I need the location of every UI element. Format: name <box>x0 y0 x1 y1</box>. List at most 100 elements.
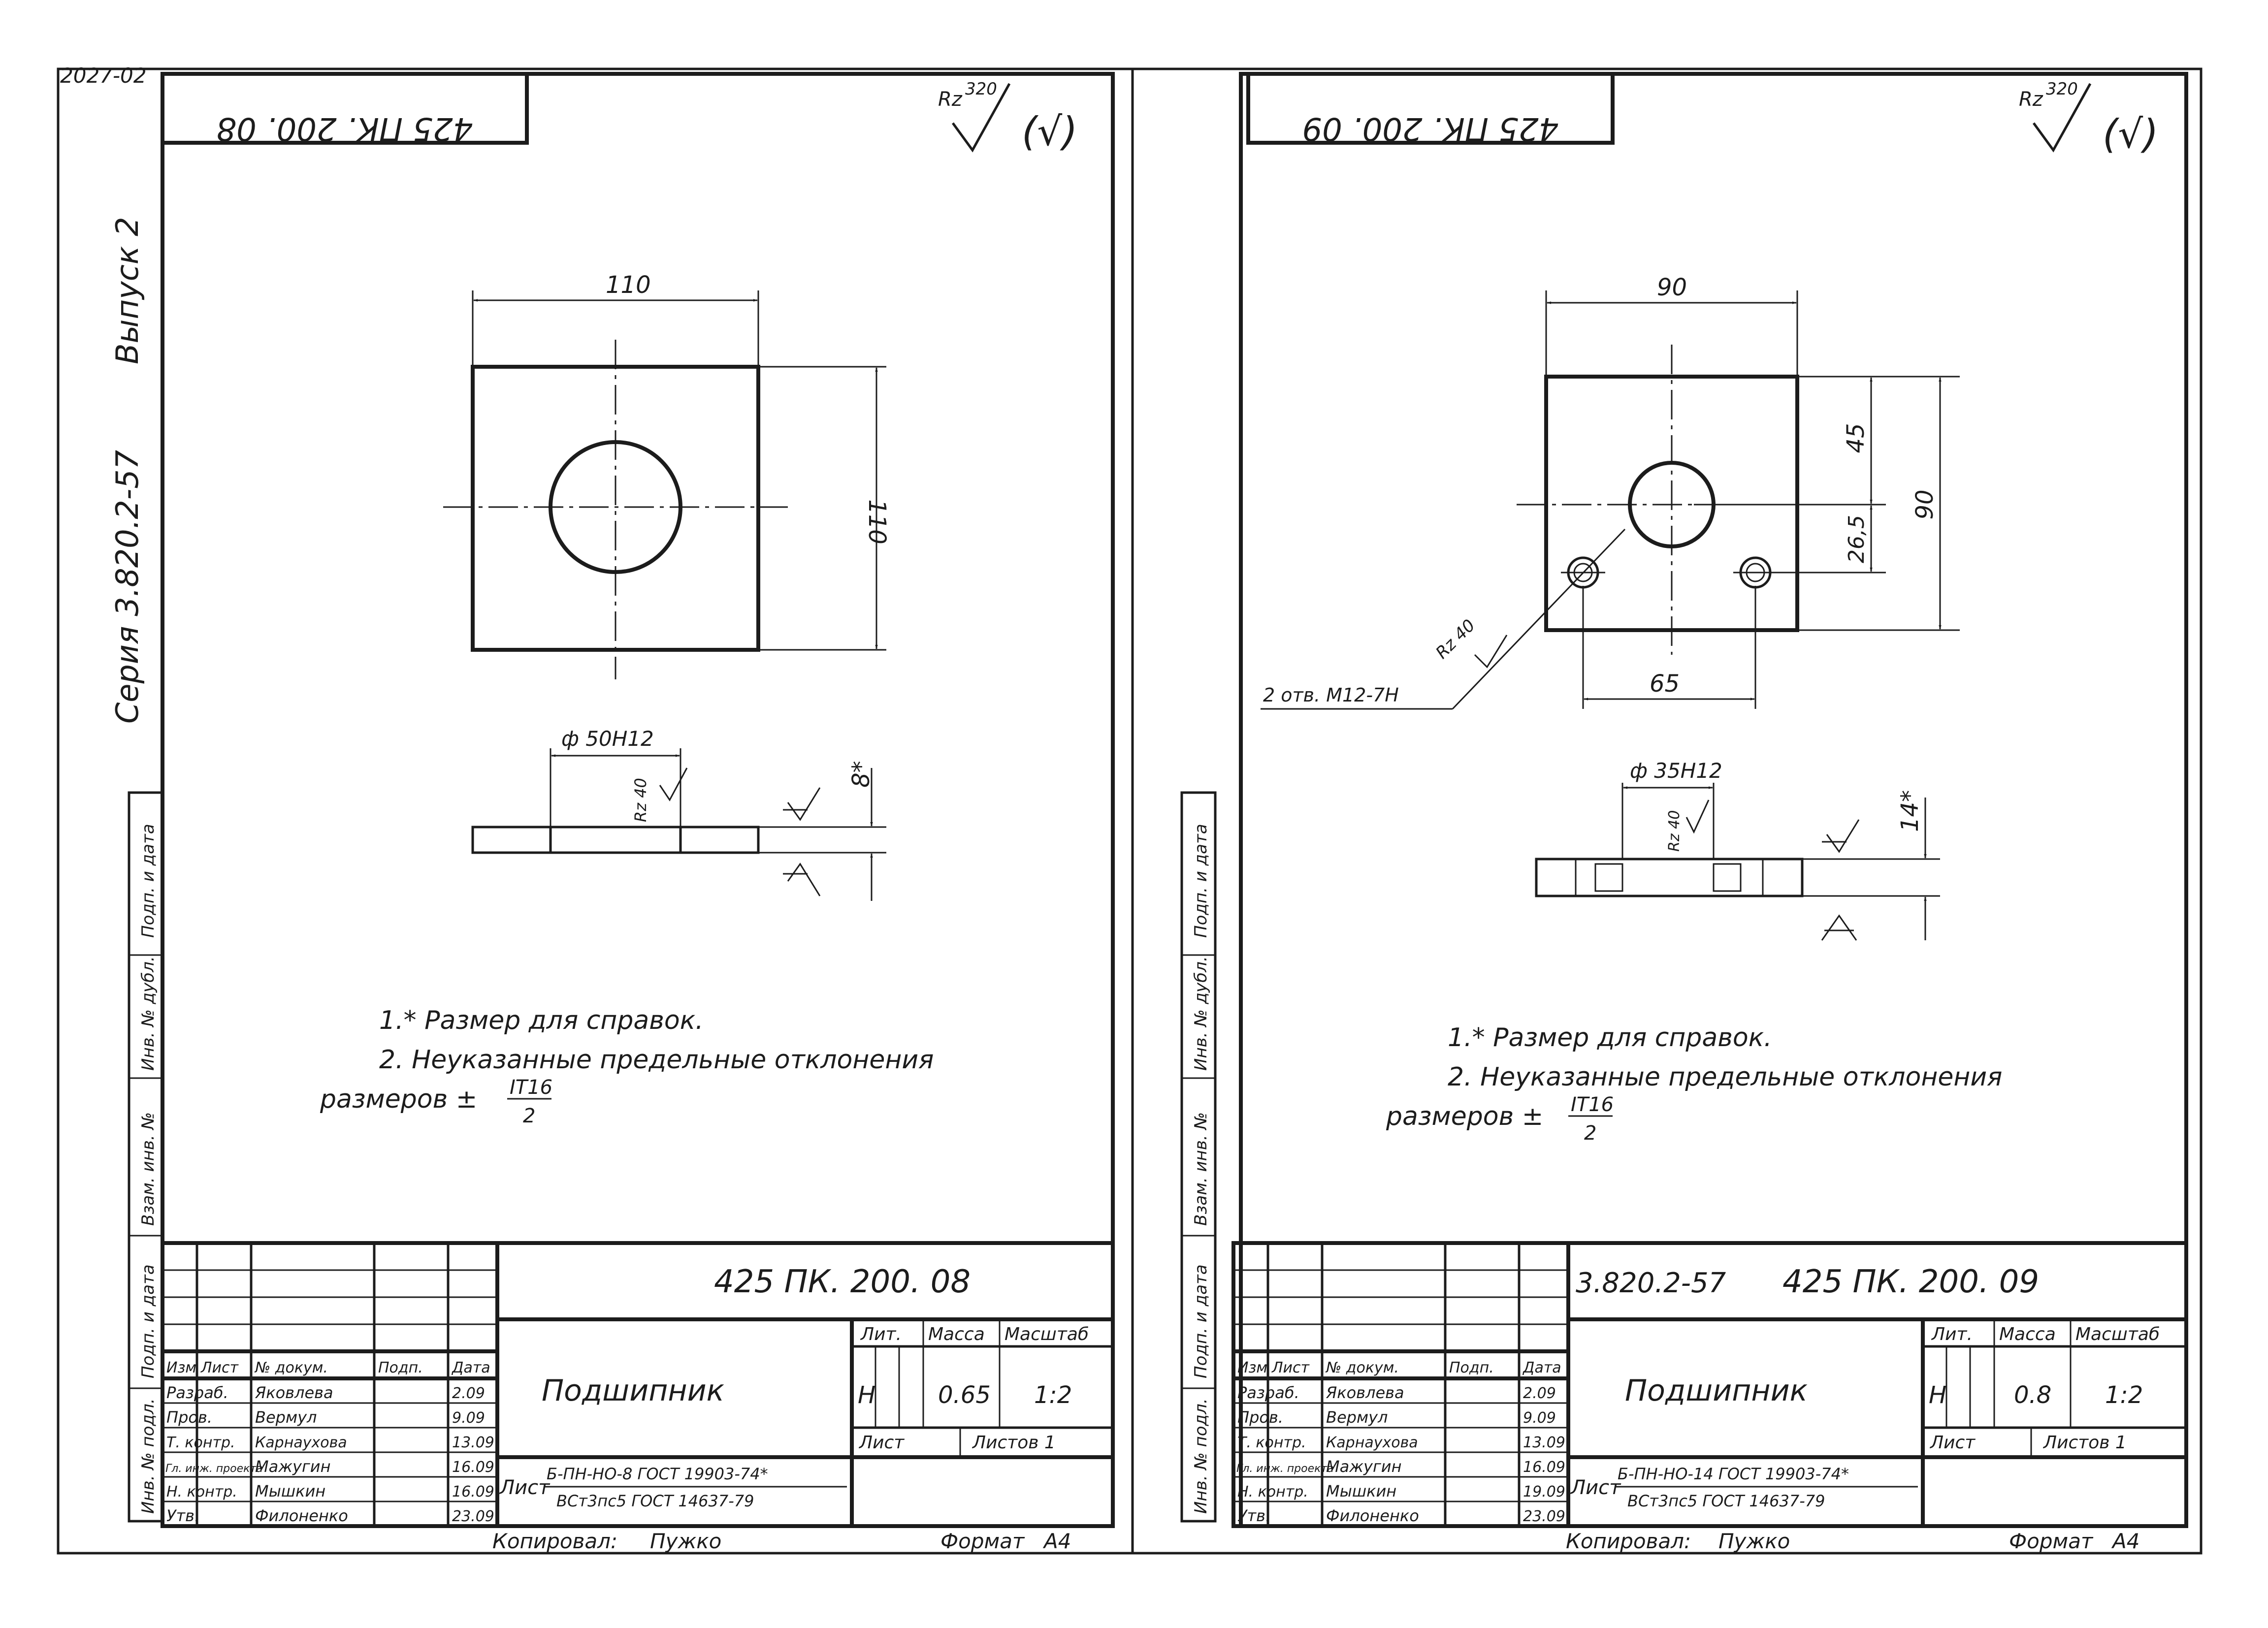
binding-field-orig-inv: Инв. № подл. <box>138 1398 158 1514</box>
sheet2-mass: 0.8 <box>2014 1381 2051 1409</box>
svg-text:Мышкин: Мышкин <box>255 1482 325 1500</box>
sheet2-section-view: ф 35Н12 Rz 40 14* <box>1535 759 1940 941</box>
sheet1-scale: 1:2 <box>1034 1381 1072 1409</box>
footer-right: Копировал: Пужко Формат А4 <box>1566 1529 2139 1553</box>
svg-text:Пужко: Пужко <box>650 1529 721 1553</box>
sheet1-dim-height: 110 <box>863 499 891 544</box>
corner-mark: 2027-02 <box>60 64 147 88</box>
sheet2-roughness-general: Rz 320 (√) <box>2019 79 2158 157</box>
svg-text:2.09: 2.09 <box>452 1385 485 1402</box>
svg-text:2.09: 2.09 <box>1523 1385 1556 1402</box>
sheet1-material-2: ВСт3пс5 ГОСТ 14637-79 <box>556 1492 754 1510</box>
sheet2-material-1: Б-ПН-НО-14 ГОСТ 19903-74* <box>1618 1465 1849 1483</box>
svg-text:Масса: Масса <box>928 1324 985 1344</box>
binding-field-sign-date-2-r: Подп. и дата <box>1191 1264 1211 1378</box>
sheet2-top-code-box <box>1246 72 1615 145</box>
sheet2-lit: Н <box>1929 1381 1946 1409</box>
svg-text:Масса: Масса <box>1999 1324 2056 1344</box>
sheet1-doc-code: 425 ПК. 200. 08 <box>714 1264 971 1300</box>
svg-text:Н. контр.: Н. контр. <box>166 1483 237 1500</box>
sheet2-rz-hole: Rz 40 <box>1666 810 1683 852</box>
sheet2-title-block: Изм Лист № докум. Подп. Дата Разраб. Яко… <box>1231 1241 2188 1528</box>
svg-text:Гл. инж. проекта: Гл. инж. проекта <box>1236 1463 1334 1475</box>
sheet1-surface-top-icon <box>783 787 821 821</box>
svg-text:Дата: Дата <box>451 1359 490 1376</box>
sheet2-scale: 1:2 <box>2105 1381 2143 1409</box>
svg-text:Изм: Изм <box>1237 1359 1267 1376</box>
sheet2-surface-top-icon <box>1822 819 1860 853</box>
svg-text:Т. контр.: Т. контр. <box>1237 1434 1306 1451</box>
svg-text:Т. контр.: Т. контр. <box>166 1434 235 1451</box>
svg-text:Формат: Формат <box>2009 1529 2094 1553</box>
svg-text:Подп.: Подп. <box>378 1359 423 1376</box>
svg-text:320: 320 <box>2046 79 2078 99</box>
svg-text:Карнаухова: Карнаухова <box>255 1434 347 1451</box>
svg-text:№ докум.: № докум. <box>1325 1359 1399 1376</box>
svg-text:Копировал:: Копировал: <box>1566 1529 1691 1553</box>
sheet1-top-code-box <box>161 72 529 145</box>
sheet2-material-2: ВСт3пс5 ГОСТ 14637-79 <box>1627 1492 1825 1510</box>
svg-text:Лист: Лист <box>1929 1433 1976 1453</box>
svg-text:размеров ±: размеров ± <box>320 1085 477 1114</box>
binding-strip-right: Подп. и дата Инв. № дубл. Взам. инв. № П… <box>1180 791 1217 1523</box>
sheet1-plan-view: 110 110 <box>443 271 891 679</box>
svg-text:Пров.: Пров. <box>1237 1408 1283 1427</box>
binding-field-sign-date-2: Подп. и дата <box>138 1264 158 1378</box>
sheet1-surface-bottom-icon <box>783 862 821 896</box>
sheet2-section-outline <box>1535 858 1804 897</box>
sheet1-title-block: Изм Лист № докум. Подп. Дата Разраб. Яко… <box>161 1241 1115 1528</box>
svg-text:Яковлева: Яковлева <box>1326 1383 1404 1402</box>
svg-text:размеров ±: размеров ± <box>1386 1102 1543 1131</box>
svg-text:2: 2 <box>1584 1122 1596 1145</box>
svg-text:9.09: 9.09 <box>1523 1409 1556 1427</box>
binding-field-repl-inv-r: Взам. инв. № <box>1191 1112 1211 1226</box>
svg-text:Мышкин: Мышкин <box>1326 1482 1396 1500</box>
svg-text:Пров.: Пров. <box>166 1408 212 1427</box>
svg-text:Пужко: Пужко <box>1718 1529 1790 1553</box>
binding-fields-box-2 <box>1180 791 1217 1523</box>
svg-text:Н. контр.: Н. контр. <box>1237 1483 1308 1500</box>
svg-text:16.09: 16.09 <box>452 1483 494 1500</box>
svg-text:23.09: 23.09 <box>1523 1508 1565 1525</box>
svg-text:Масштаб: Масштаб <box>2075 1324 2160 1344</box>
svg-text:9.09: 9.09 <box>452 1409 485 1427</box>
sheet1-lit: Н <box>858 1381 875 1409</box>
svg-text:Лист: Лист <box>1271 1359 1310 1376</box>
sheet2-rz-thread: Rz 40 <box>1432 616 1479 663</box>
sheet1-material-1: Б-ПН-НО-8 ГОСТ 19903-74* <box>547 1465 768 1483</box>
svg-text:Лист: Лист <box>499 1476 551 1499</box>
binding-field-repl-inv: Взам. инв. № <box>138 1112 158 1226</box>
sheet1-dim-thickness: 8* <box>847 761 875 788</box>
sheet2-doc-code: 425 ПК. 200. 09 <box>1782 1264 2039 1300</box>
sheet1-mass: 0.65 <box>938 1381 991 1409</box>
series-text: Серия 3.820.2-57 <box>109 450 145 724</box>
svg-text:Гл. инж. проекта: Гл. инж. проекта <box>165 1463 263 1475</box>
sheet2-surface-bottom-icon <box>1821 914 1857 941</box>
svg-text:320: 320 <box>965 79 997 99</box>
svg-text:1.* Размер для справок.: 1.* Размер для справок. <box>1448 1023 1772 1053</box>
svg-text:Утв.: Утв. <box>166 1506 199 1525</box>
svg-text:19.09: 19.09 <box>1523 1483 1565 1500</box>
svg-text:Масштаб: Масштаб <box>1004 1324 1089 1344</box>
sheet2-threads: 2 отв. М12-7Н <box>1263 684 1399 706</box>
svg-text:13.09: 13.09 <box>1523 1434 1565 1451</box>
sheet1-section-view: ф 50Н12 Rz 40 8* <box>471 727 886 901</box>
sheet2-dim-lower: 26,5 <box>1844 515 1869 563</box>
svg-text:Копировал:: Копировал: <box>492 1529 617 1553</box>
sheet2-dim-width: 90 <box>1657 274 1687 301</box>
sheet2-dim-thickness: 14* <box>1896 790 1924 832</box>
svg-text:16.09: 16.09 <box>452 1459 494 1476</box>
svg-text:Листов 1: Листов 1 <box>972 1433 1056 1453</box>
svg-text:Листов 1: Листов 1 <box>2042 1433 2127 1453</box>
sheet2-rz-thread-icon <box>1474 635 1508 669</box>
sheet1-top-code: 425 ПК. 200. 08 <box>216 110 473 147</box>
svg-text:Дата: Дата <box>1522 1359 1561 1376</box>
sheet2-top-code: 425 ПК. 200. 09 <box>1302 110 1558 147</box>
roughness-mark-icon-2 <box>2032 83 2092 153</box>
svg-text:2. Неуказанные предельные откл: 2. Неуказанные предельные отклонения <box>1448 1062 2002 1092</box>
svg-text:Rz: Rz <box>938 88 963 111</box>
svg-text:Вермул: Вермул <box>255 1408 317 1427</box>
sheet2-series-prefix: 3.820.2-57 <box>1576 1267 1726 1299</box>
sheet1-rz-hole: Rz 40 <box>631 778 650 822</box>
svg-text:Разраб.: Разраб. <box>1237 1383 1299 1402</box>
